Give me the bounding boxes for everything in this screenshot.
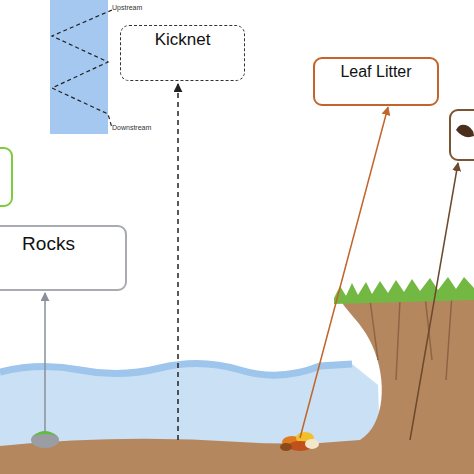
grass: [334, 277, 474, 304]
stream-bed: [0, 288, 474, 474]
direction-label: Upstream: [112, 4, 142, 11]
method-label: Rocks: [0, 233, 125, 255]
leader-line: [177, 84, 179, 440]
cropped-box: [0, 148, 12, 206]
bank-texture: [370, 294, 452, 380]
method-box: Kicknet: [120, 25, 245, 81]
stone: [31, 432, 59, 448]
leaf-pile: [280, 432, 319, 451]
leader-line: [44, 293, 46, 432]
direction-label: Downstream: [112, 124, 151, 131]
leader-line: [300, 107, 388, 438]
method-label: Kicknet: [121, 30, 244, 50]
method-box: Rocks: [0, 225, 127, 291]
water: [0, 363, 380, 446]
sediment-icon: [456, 125, 474, 137]
method-box: Leaf Litter: [313, 57, 439, 106]
leader-line: [410, 163, 458, 440]
stream-reach: [50, 0, 108, 134]
method-label: Leaf Litter: [315, 63, 437, 81]
zigzag-path: [52, 10, 112, 128]
water-surface: [0, 363, 352, 375]
cropped-box: [450, 110, 474, 160]
